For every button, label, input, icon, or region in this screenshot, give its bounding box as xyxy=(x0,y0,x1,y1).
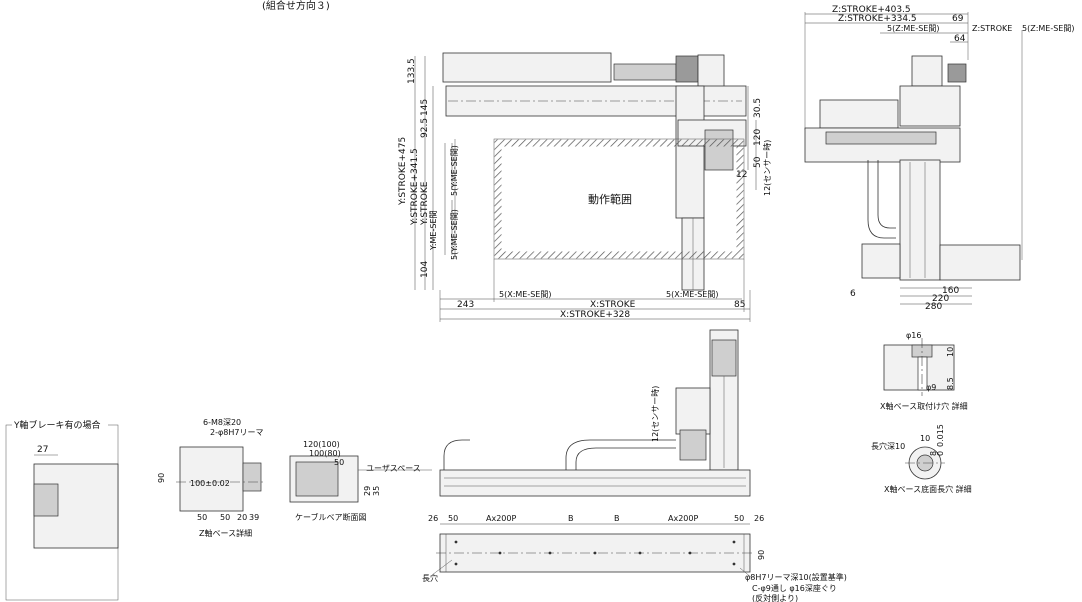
base-note-3: (反対側より) xyxy=(752,593,798,602)
base-b-left: B xyxy=(568,514,574,523)
y-brake-box: Y軸ブレーキ有の場合 27 xyxy=(5,419,119,601)
zbase-m8: 6-M8深20 xyxy=(203,418,241,427)
cable-35: 35 xyxy=(372,486,381,496)
base-ax200p-left: Ax200P xyxy=(486,514,516,523)
base-note-2: C-φ9通し φ16深座ぐり xyxy=(752,583,837,593)
dim-y-stroke: Y:STROKE xyxy=(420,181,430,226)
dim-30-5: 30.5 xyxy=(753,98,763,118)
slot-depth: 長穴深10 xyxy=(871,441,905,451)
operating-range-hatch xyxy=(494,139,744,259)
dim-92-5: 92.5 xyxy=(420,118,430,138)
dim-133-5: 133.5 xyxy=(407,58,417,84)
dim-y-stroke-341: Y:STROKE+341.5 xyxy=(410,148,420,226)
cable-29: 29 xyxy=(363,486,372,496)
dim-z-stroke-334: Z:STROKE+334.5 xyxy=(838,14,917,24)
dim-50-right: 50 xyxy=(753,156,763,168)
dim-5-y-me-se-bottom: 5(Y:ME-SE間) xyxy=(450,209,459,260)
main-top-view: 動作範囲 Y:STROKE+475 Y:STROKE+341.5 Y:STROK… xyxy=(398,52,772,322)
dim-145: 145 xyxy=(420,99,430,116)
zbase-caption: Z軸ベース詳細 xyxy=(199,528,252,538)
mount-hole-detail: φ16 10 φ9 8.5 X軸ベース取付け穴 詳細 xyxy=(880,331,968,411)
dim-x-stroke-328: X:STROKE+328 xyxy=(560,310,630,320)
cable-section: 120(100) 100(80) 50 29 35 ユーザスペース ケーブルベア… xyxy=(289,440,432,522)
dim-12-right: 12 xyxy=(736,170,747,180)
dim-5-z-me-se-right: 5(Z:ME-SE間) xyxy=(1022,24,1074,33)
zbase-100: 100±0.02 xyxy=(190,479,230,488)
zbase-39: 39 xyxy=(249,513,259,522)
base-b-right: B xyxy=(614,514,620,523)
dim-x-stroke: X:STROKE xyxy=(590,300,636,310)
slot-detail: 長穴深10 10 0.015 8 0 X軸ベース底面長穴 詳細 xyxy=(871,424,972,494)
slot-8: 8 xyxy=(929,451,938,456)
base-note-1: φ8H7リーマ深10(設置基準) xyxy=(745,572,847,582)
dim-6: 6 xyxy=(850,289,856,299)
base-26-right: 26 xyxy=(754,514,764,523)
mount-detail-caption: X軸ベース取付け穴 詳細 xyxy=(880,401,968,411)
dim-5-x-me-se-right: 5(X:ME-SE間) xyxy=(666,290,718,299)
cable-50: 50 xyxy=(334,458,344,467)
dim-243: 243 xyxy=(457,300,474,310)
dim-85: 85 xyxy=(734,300,745,310)
dim-160: 160 xyxy=(942,286,959,296)
zbase-50a: 50 xyxy=(197,513,207,522)
dim-y-me-se: Y:ME-SE間 xyxy=(429,211,438,252)
dim-z-stroke: Z:STROKE xyxy=(972,24,1012,33)
dim-12-sensor-right: 12(センサー時) xyxy=(763,140,772,196)
dim-5-x-me-se-left: 5(X:ME-SE間) xyxy=(499,290,551,299)
dim-120-right: 120 xyxy=(753,129,763,146)
zbase-90: 90 xyxy=(157,473,166,483)
base-slot-note: 長穴 xyxy=(422,573,438,583)
operating-range-label: 動作範囲 xyxy=(588,192,632,206)
dim-220: 220 xyxy=(932,294,949,304)
front-view: 12(センサー時) xyxy=(439,329,751,497)
cable-caption: ケーブルベア断面図 xyxy=(295,512,367,522)
front-sensor-dim: 12(センサー時) xyxy=(651,386,660,442)
dim-69: 69 xyxy=(952,14,964,24)
dim-104: 104 xyxy=(420,261,430,278)
view-note: (組合せ方向３) xyxy=(262,0,330,12)
dim-y-stroke-475: Y:STROKE+475 xyxy=(398,137,408,206)
user-space-label: ユーザスペース xyxy=(366,464,421,473)
brake-title: Y軸ブレーキ有の場合 xyxy=(13,419,101,431)
brake-dim-27: 27 xyxy=(37,445,48,455)
dim-280: 280 xyxy=(925,302,942,312)
slot-10: 10 xyxy=(920,434,930,443)
detail-10: 10 xyxy=(946,347,955,357)
cable-100: 100(80) xyxy=(309,449,341,458)
slot-tol: 0.015 xyxy=(936,424,945,447)
zbase-reamer: 2-φ8H7リーマ xyxy=(210,428,263,437)
slot-0: 0 xyxy=(936,451,945,456)
dim-5-y-me-se-top: 5(Y:ME-SE間) xyxy=(450,145,459,196)
slot-detail-caption: X軸ベース底面長穴 詳細 xyxy=(884,484,972,494)
base-50-right: 50 xyxy=(734,514,744,523)
base-view: 26 50 Ax200P B B Ax200P 50 26 90 長穴 φ8H7… xyxy=(422,514,847,602)
dim-z-stroke-403: Z:STROKE+403.5 xyxy=(832,5,911,15)
base-90: 90 xyxy=(757,550,766,560)
zbase-20: 20 xyxy=(237,513,247,522)
side-view: Z:STROKE+403.5 Z:STROKE+334.5 69 5(Z:ME-… xyxy=(804,5,1074,312)
base-ax200p-right: Ax200P xyxy=(668,514,698,523)
cable-120: 120(100) xyxy=(303,440,340,449)
dim-5-z-me-se-top: 5(Z:ME-SE間) xyxy=(887,24,939,33)
detail-8-5: 8.5 xyxy=(946,377,955,390)
detail-phi16: φ16 xyxy=(906,331,921,340)
base-50-left: 50 xyxy=(448,514,458,523)
detail-phi9: φ9 xyxy=(926,383,936,392)
base-26-left: 26 xyxy=(428,514,438,523)
dim-64: 64 xyxy=(954,34,966,44)
zbase-50b: 50 xyxy=(220,513,230,522)
z-base-detail: 6-M8深20 2-φ8H7リーマ 90 100±0.02 50 50 20 3… xyxy=(157,418,264,538)
